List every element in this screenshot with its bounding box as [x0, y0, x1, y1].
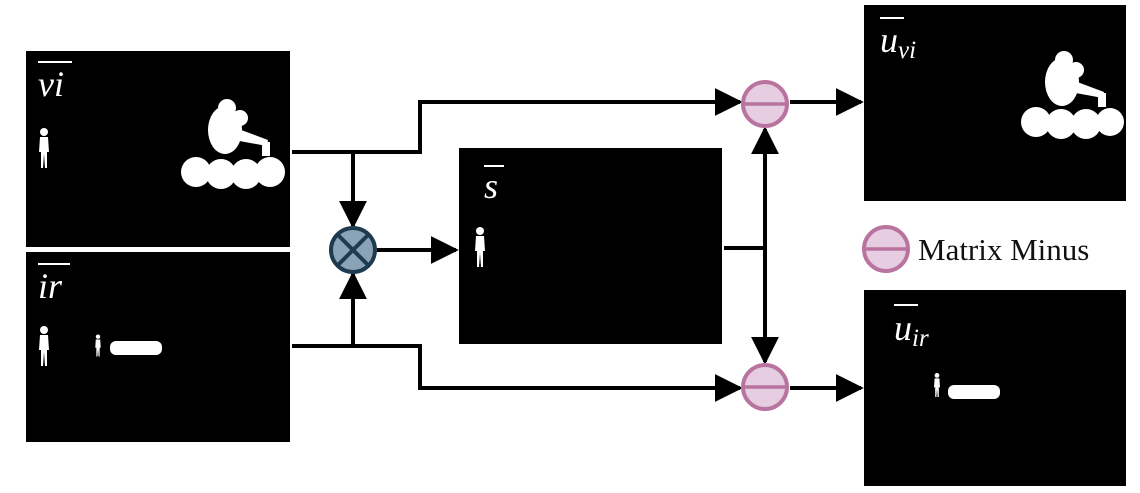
arrow-vi-to-minus-top — [292, 88, 743, 154]
arrow-ir-to-minus-bottom — [292, 344, 743, 402]
minus-operator-icon — [741, 363, 789, 411]
legend: Matrix Minus — [862, 225, 1089, 273]
connectors — [292, 88, 864, 402]
vehicle-mask — [948, 385, 1000, 399]
panel-s: s — [459, 148, 722, 344]
panel-ir: ir — [26, 252, 290, 442]
multiply-operator-icon — [329, 226, 377, 274]
panel-vi: vi — [26, 51, 290, 247]
label-s: s — [484, 166, 498, 206]
label-u-ir: uir — [894, 308, 929, 352]
label-vi: vi — [38, 64, 64, 104]
cyclist-mask — [1021, 51, 1124, 139]
cyclist-mask — [181, 99, 285, 189]
label-u-vi: uvi — [880, 20, 916, 64]
label-ir: ir — [38, 266, 63, 306]
vehicle-mask — [110, 341, 162, 355]
minus-operator-icon — [741, 80, 789, 128]
panel-u-vi: uvi — [864, 5, 1126, 201]
legend-label: Matrix Minus — [918, 232, 1089, 267]
panel-u-ir: uir — [864, 290, 1126, 486]
